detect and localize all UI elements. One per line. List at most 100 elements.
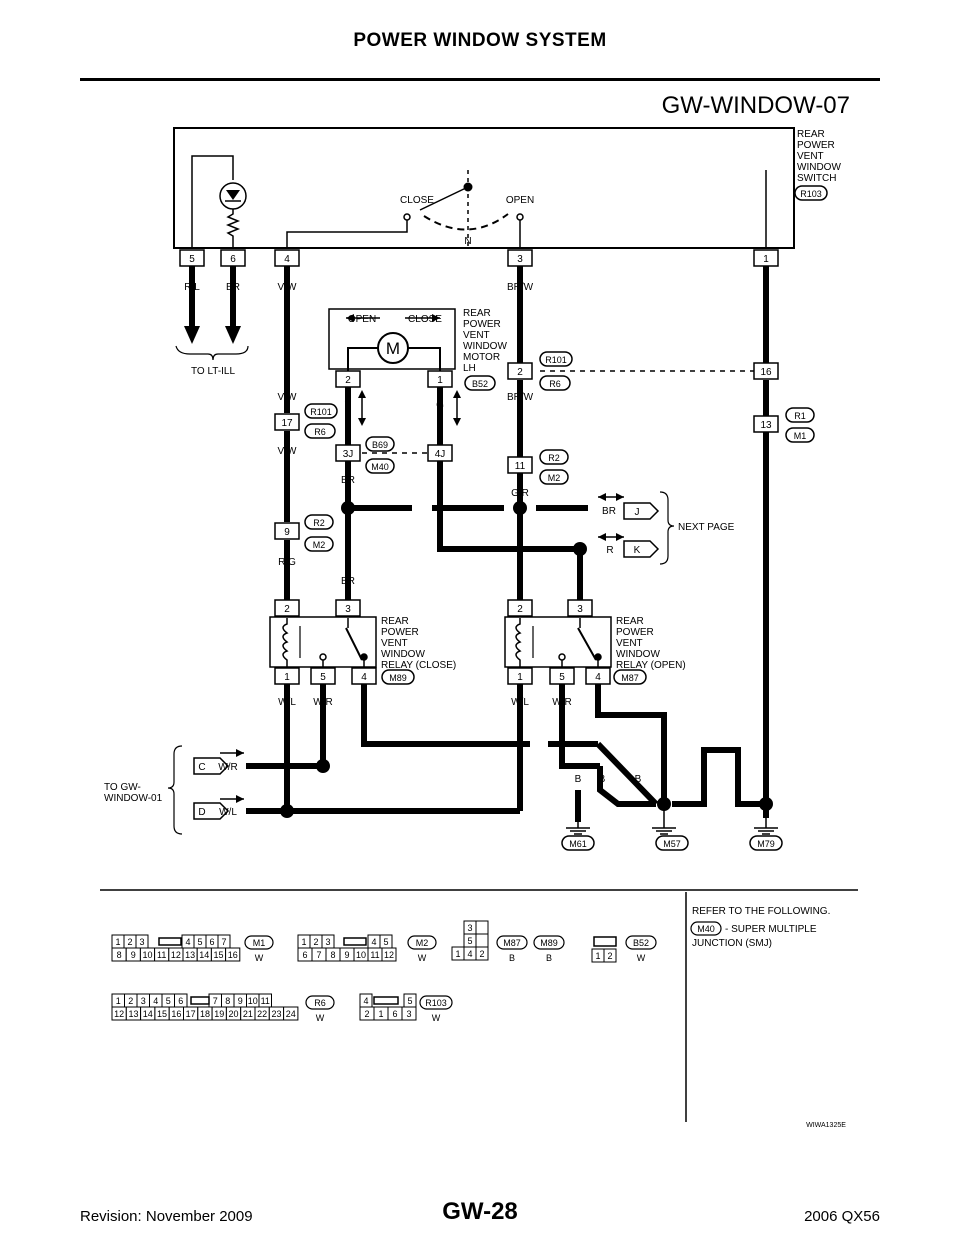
connector-pin-number: 2 [479,949,484,959]
connector-pin-number: 14 [199,950,209,960]
relay-close-name-line: POWER [381,627,419,638]
pin-label: 17 [281,418,293,429]
wire-label: B [575,774,582,785]
connector-pin-number: 8 [117,950,122,960]
connector-j-label: J [635,507,640,518]
connector-pin-number: 6 [392,1009,397,1019]
connector-pin-cell [475,946,489,961]
connector-pin-number: 15 [157,1009,167,1019]
switch-terminals [179,249,779,267]
motor-close-label: CLOSE [408,314,442,325]
connector-pin-number: 1 [116,996,121,1006]
legend-connector-color: W [418,953,427,963]
to-gw-window-01 [167,745,244,835]
connector-pin-number: 3 [325,937,330,947]
motor-terminal: 2 [345,375,351,386]
switch-neutral-label: N [464,236,471,247]
connector-pin-number: 2 [127,937,132,947]
wire-label: W/R [313,697,332,708]
switch-name-line: REAR [797,129,825,140]
legend-connector-color: W [255,953,264,963]
connector-ids [304,185,828,851]
switch-terminal: 4 [284,254,290,265]
wire-label: B [701,774,708,785]
switch-terminal: 1 [763,254,769,265]
ground-id: M61 [569,839,587,849]
connector-pin-number: 4 [467,949,472,959]
connector-pin-cell [475,920,489,935]
ground-id: M57 [663,839,681,849]
wire-label: BR/W [507,282,534,293]
motor-connector-id: B52 [472,379,488,389]
relay-open-name-line: WINDOW [616,649,660,660]
pin-label: 3J [343,449,354,460]
connector-latch [343,937,367,946]
wire-label: R [576,573,583,584]
legend-connector-name: R103 [425,998,447,1008]
splice-dots [280,501,773,818]
relay-terminal: 4 [361,672,367,683]
connector-id: B69 [372,440,388,450]
connector-pin-cell [381,947,397,962]
connector-pin-number: 14 [143,1009,153,1019]
pin-label: 2 [517,367,523,378]
relay-open-name-line: VENT [616,638,643,649]
ground-symbols [566,808,778,835]
connector-pin-number: 8 [225,996,230,1006]
connector-pin-cell [603,948,617,963]
pin-label: 4J [435,449,446,460]
connector-pin-number: 7 [213,996,218,1006]
connector-pin-number: 1 [595,951,600,961]
connector-id: R6 [549,379,561,389]
motor-name-line: POWER [463,319,501,330]
connector-id: R2 [313,518,325,528]
connector-pin-number: 2 [364,1009,369,1019]
connector-c-label: C [198,762,205,773]
revision-text: Revision: November 2009 [80,1208,253,1225]
relay-terminal: 1 [284,672,290,683]
wire-label: W/L [278,697,296,708]
wire-label: V/W [278,392,297,403]
connector-pin-number: 6 [178,996,183,1006]
connector-pin-number: 1 [301,937,306,947]
switch-open-label: OPEN [506,195,534,206]
connector-pin-number: 9 [131,950,136,960]
refer-line: JUNCTION (SMJ) [692,938,772,949]
connector-pin-number: 5 [383,937,388,947]
connector-id: M2 [313,540,326,550]
connector-pin-number: 10 [248,996,258,1006]
connector-pin-number: 5 [407,996,412,1006]
motor-symbol: M [386,339,400,358]
pin-label: 9 [284,527,290,538]
title-rule [80,78,880,81]
relay-terminal: 5 [320,672,326,683]
wire-label: Y [345,400,352,411]
connector-pin-number: 22 [257,1009,267,1019]
wire-label: B [763,392,770,403]
motor-name-line: REAR [463,308,491,319]
connector-pin-number: 21 [243,1009,253,1019]
wire-label: G/R [511,488,529,499]
next-page-label: NEXT PAGE [678,522,735,533]
connector-pin-number: 6 [302,950,307,960]
page-number: GW-28 [442,1198,518,1225]
relay-open-name-line: RELAY (OPEN) [616,660,686,671]
model-text: 2006 QX56 [804,1208,880,1225]
legend-connector-color: B [546,953,552,963]
switch-name-line: VENT [797,151,824,162]
connector-pin-number: 11 [370,950,379,960]
wire-label: V/W [278,446,297,457]
connector-id: R6 [314,427,326,437]
switch-name-line: WINDOW [797,162,841,173]
connector-pin-number: 9 [344,950,349,960]
connector-pin-cell [225,947,241,962]
connector-pin-number: 3 [141,996,146,1006]
relay-close-name-line: REAR [381,616,409,627]
relay-open-name-line: POWER [616,627,654,638]
connector-id: M2 [548,473,561,483]
connector-id: R1 [794,411,806,421]
wire-label: B [735,774,742,785]
wire-label: V/W [278,282,297,293]
connector-pin-cell [283,1006,299,1021]
to-gw-window-label: WINDOW-01 [104,793,163,804]
